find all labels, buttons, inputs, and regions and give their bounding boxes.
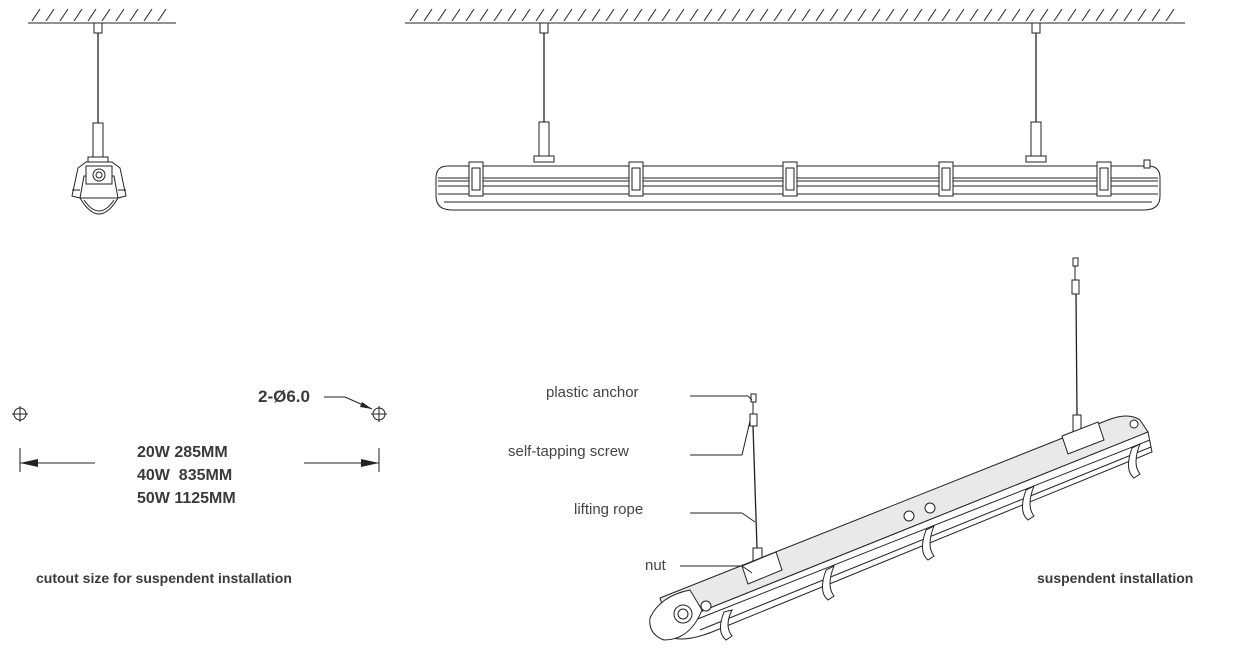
cutout-dimension — [12, 396, 387, 472]
caption-cutout: cutout size for suspendent installation — [36, 570, 292, 586]
fixture-isometric-view — [649, 257, 1153, 641]
hole-spec-label: 2-Ø6.0 — [258, 387, 310, 406]
ceiling-right — [405, 8, 1185, 24]
size-50w-label: 50W 1125MM — [137, 490, 236, 507]
side-clip — [468, 161, 484, 197]
callout-leaders — [680, 395, 756, 574]
side-clip — [1096, 161, 1112, 197]
caption-suspendent: suspendent installation — [1037, 570, 1194, 586]
callout-self-tapping-screw: self-tapping screw — [508, 443, 629, 460]
side-clip — [938, 161, 954, 197]
side-clip — [628, 161, 644, 197]
size-20w-label: 20W 285MM — [137, 444, 228, 461]
callout-plastic-anchor: plastic anchor — [546, 384, 639, 401]
side-clip — [782, 161, 798, 197]
fixture-side-view — [435, 22, 1161, 211]
hole-right — [371, 406, 387, 422]
callout-nut: nut — [645, 557, 666, 574]
ceiling-left — [28, 8, 176, 24]
size-40w-label: 40W 835MM — [137, 467, 233, 484]
hole-left — [12, 406, 28, 422]
fixture-end-view — [71, 22, 127, 215]
callout-lifting-rope: lifting rope — [574, 501, 644, 518]
